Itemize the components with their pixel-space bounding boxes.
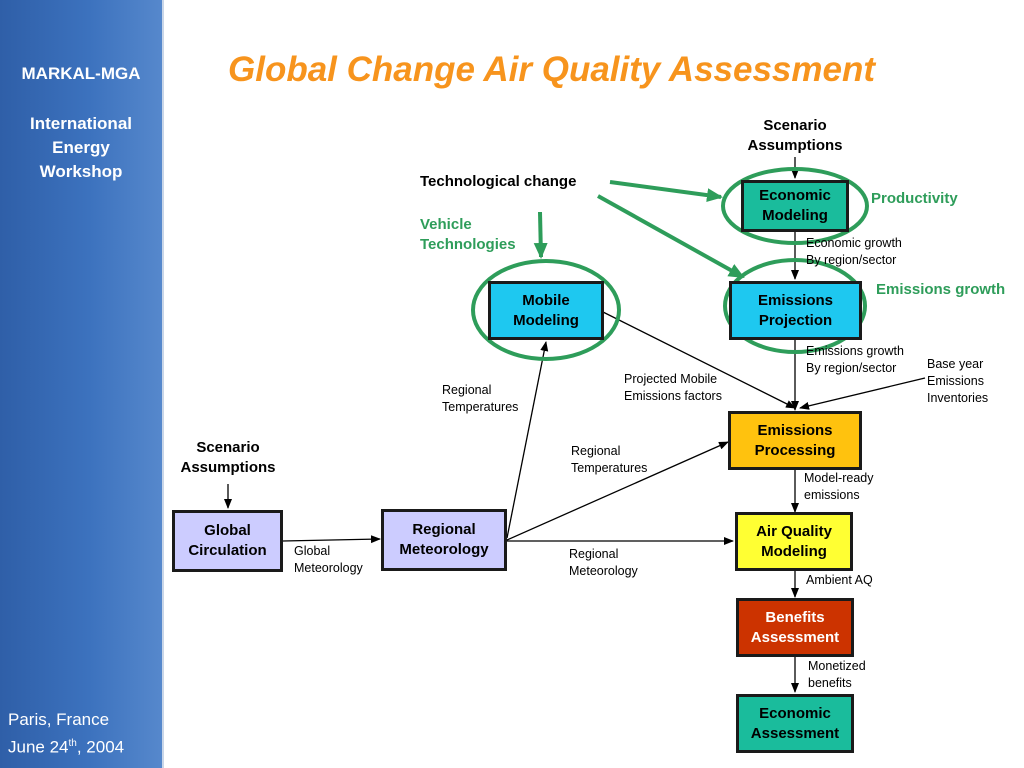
arrow-regional-met-to-mobile [506,341,549,539]
arrow-regional-met-to-processing [506,441,729,541]
technological-change-label: Technological change [420,173,577,190]
sidebar-title: MARKAL-MGA [21,64,141,83]
mobile-modeling-box: Mobile Modeling [488,281,604,340]
emissions-projection-box: Emissions Projection [729,281,862,340]
sidebar-date: June 24th, 2004 [8,732,124,760]
vehicle-technologies-label: Vehicle Technologies [420,216,516,253]
productivity-label: Productivity [871,190,958,207]
global-circulation-box: Global Circulation [172,510,283,572]
green-arrow-vehicle-to-mobile [533,211,548,259]
scenario-assumptions-left: Scenario Assumptions [180,439,276,476]
regional-meteorology-label: Regional Meteorology [569,547,638,578]
scenario-assumptions-top: Scenario Assumptions [747,117,843,154]
economic-modeling-box: Economic Modeling [741,180,849,232]
sidebar-place: Paris, France [8,710,110,729]
arrow-mobile-to-processing [602,311,796,409]
base-year-inventories-label: Base year Emissions Inventories [927,357,989,405]
regional-meteorology-box: Regional Meteorology [381,509,507,571]
ambient-aq-label: Ambient AQ [806,573,873,587]
projected-mobile-label: Projected Mobile Emissions factors [624,372,722,403]
green-circle-emissions-projection [723,258,867,354]
green-arrow-tech-to-emissions [597,194,745,279]
green-arrow-tech-to-economic [609,180,723,203]
green-circle-mobile [471,259,621,361]
date-sup: th [68,738,77,749]
arrow-base-year-to-processing [799,377,926,410]
emissions-processing-box: Emissions Processing [728,411,862,470]
air-quality-modeling-box: Air Quality Modeling [735,512,853,571]
date-suffix: , 2004 [76,737,125,757]
sidebar-location-date: Paris, France June 24th, 2004 [8,708,124,760]
arrow-global-to-regional [282,535,381,544]
regional-temperatures-label-2: Regional Temperatures [571,444,648,475]
model-ready-emissions-label: Model-ready emissions [804,471,874,502]
economic-growth-label: Economic growth By region/sector [806,236,902,267]
page-title: Global Change Air Quality Assessment [228,50,876,89]
sidebar: MARKAL-MGA International Energy Workshop… [0,0,164,768]
green-circle-economic [721,167,869,245]
date-prefix: June 24 [8,737,69,757]
emissions-growth-sector-label: Emissions growth By region/sector [806,344,904,375]
regional-temperatures-label-1: Regional Temperatures [442,383,519,414]
sidebar-subtitle: International Energy Workshop [29,114,132,181]
global-meteorology-label: Global Meteorology [294,544,363,575]
benefits-assessment-box: Benefits Assessment [736,598,854,657]
monetized-benefits-label: Monetized benefits [808,659,866,690]
emissions-growth-label: Emissions growth [876,281,1006,298]
economic-assessment-box: Economic Assessment [736,694,854,753]
